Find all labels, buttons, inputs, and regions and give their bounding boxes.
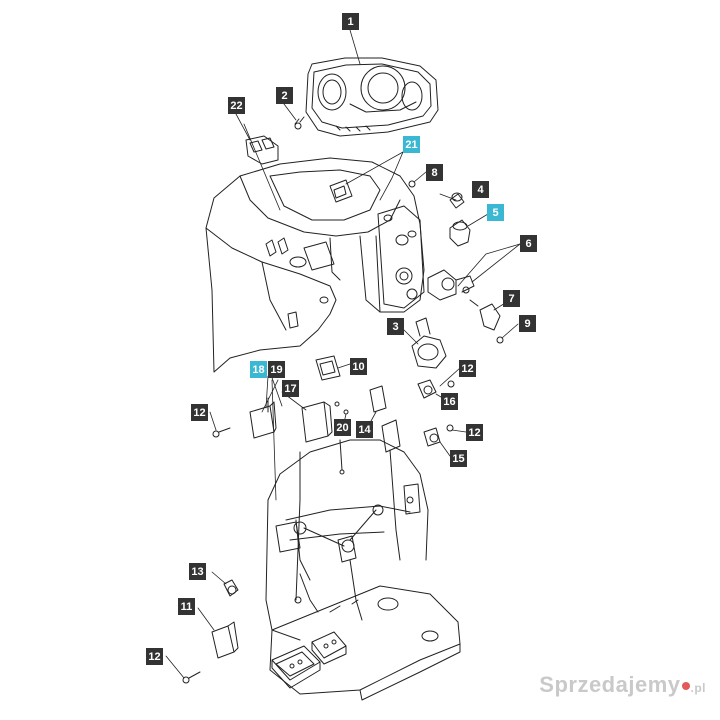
watermark-name: Sprzedajemy <box>539 672 681 697</box>
control-pod-part <box>377 205 425 309</box>
callout-7[interactable]: 7 <box>503 290 520 307</box>
callout-5[interactable]: 5 <box>487 204 504 221</box>
nut-8-part <box>408 180 416 188</box>
relay-block-part <box>301 401 333 443</box>
callout-3[interactable]: 3 <box>387 318 404 335</box>
double-switch-part <box>245 135 279 165</box>
callout-16[interactable]: 16 <box>441 393 458 410</box>
watermark-tld: .pl <box>690 681 706 695</box>
callout-1[interactable]: 1 <box>342 13 359 30</box>
callout-2[interactable]: 2 <box>276 87 293 104</box>
callout-12-c[interactable]: 12 <box>466 424 483 441</box>
instrument-cluster-part <box>305 57 439 137</box>
switch-14-part <box>369 385 387 413</box>
callout-14[interactable]: 14 <box>356 421 373 438</box>
ignition-switch-part <box>427 269 475 301</box>
callout-19[interactable]: 19 <box>268 361 285 378</box>
socket-part <box>449 219 471 247</box>
clamp-15-part <box>423 427 441 447</box>
left-module-part <box>249 397 277 439</box>
fitting-13-part <box>223 579 239 597</box>
steering-frame-part <box>265 439 429 641</box>
watermark-dot-icon <box>681 682 690 691</box>
callout-15[interactable]: 15 <box>450 450 467 467</box>
screws-group <box>182 380 455 684</box>
callout-4[interactable]: 4 <box>472 181 489 198</box>
leader-lines <box>165 29 521 679</box>
callout-9[interactable]: 9 <box>519 315 536 332</box>
rotary-switch-part <box>411 317 447 369</box>
callout-6[interactable]: 6 <box>520 235 537 252</box>
pedal-left-part <box>271 645 321 689</box>
callout-17[interactable]: 17 <box>282 380 299 397</box>
callout-13[interactable]: 13 <box>189 563 206 580</box>
callout-20[interactable]: 20 <box>334 419 351 436</box>
clamp-16-part <box>417 379 437 399</box>
watermark: Sprzedajemy .pl <box>539 672 706 698</box>
screw-2-part <box>294 116 305 130</box>
callout-21[interactable]: 21 <box>403 136 420 153</box>
bracket-part <box>381 419 401 453</box>
callout-10[interactable]: 10 <box>350 358 367 375</box>
callout-12-b[interactable]: 12 <box>191 404 208 421</box>
hood-switch-part <box>329 179 353 203</box>
bulb-part <box>449 192 465 209</box>
callout-18[interactable]: 18 <box>250 361 267 378</box>
relay-11-part <box>211 621 239 659</box>
callout-8[interactable]: 8 <box>426 164 443 181</box>
callout-12-a[interactable]: 12 <box>459 360 476 377</box>
pedal-right-part <box>311 631 347 665</box>
rocker-switch-part <box>315 355 341 381</box>
pin-20-part <box>339 439 345 475</box>
callout-12-e[interactable]: 12 <box>146 648 163 665</box>
knob-part <box>469 299 504 344</box>
dashboard-hood-part <box>205 157 425 373</box>
callout-22[interactable]: 22 <box>228 97 245 114</box>
callout-11[interactable]: 11 <box>178 598 195 615</box>
